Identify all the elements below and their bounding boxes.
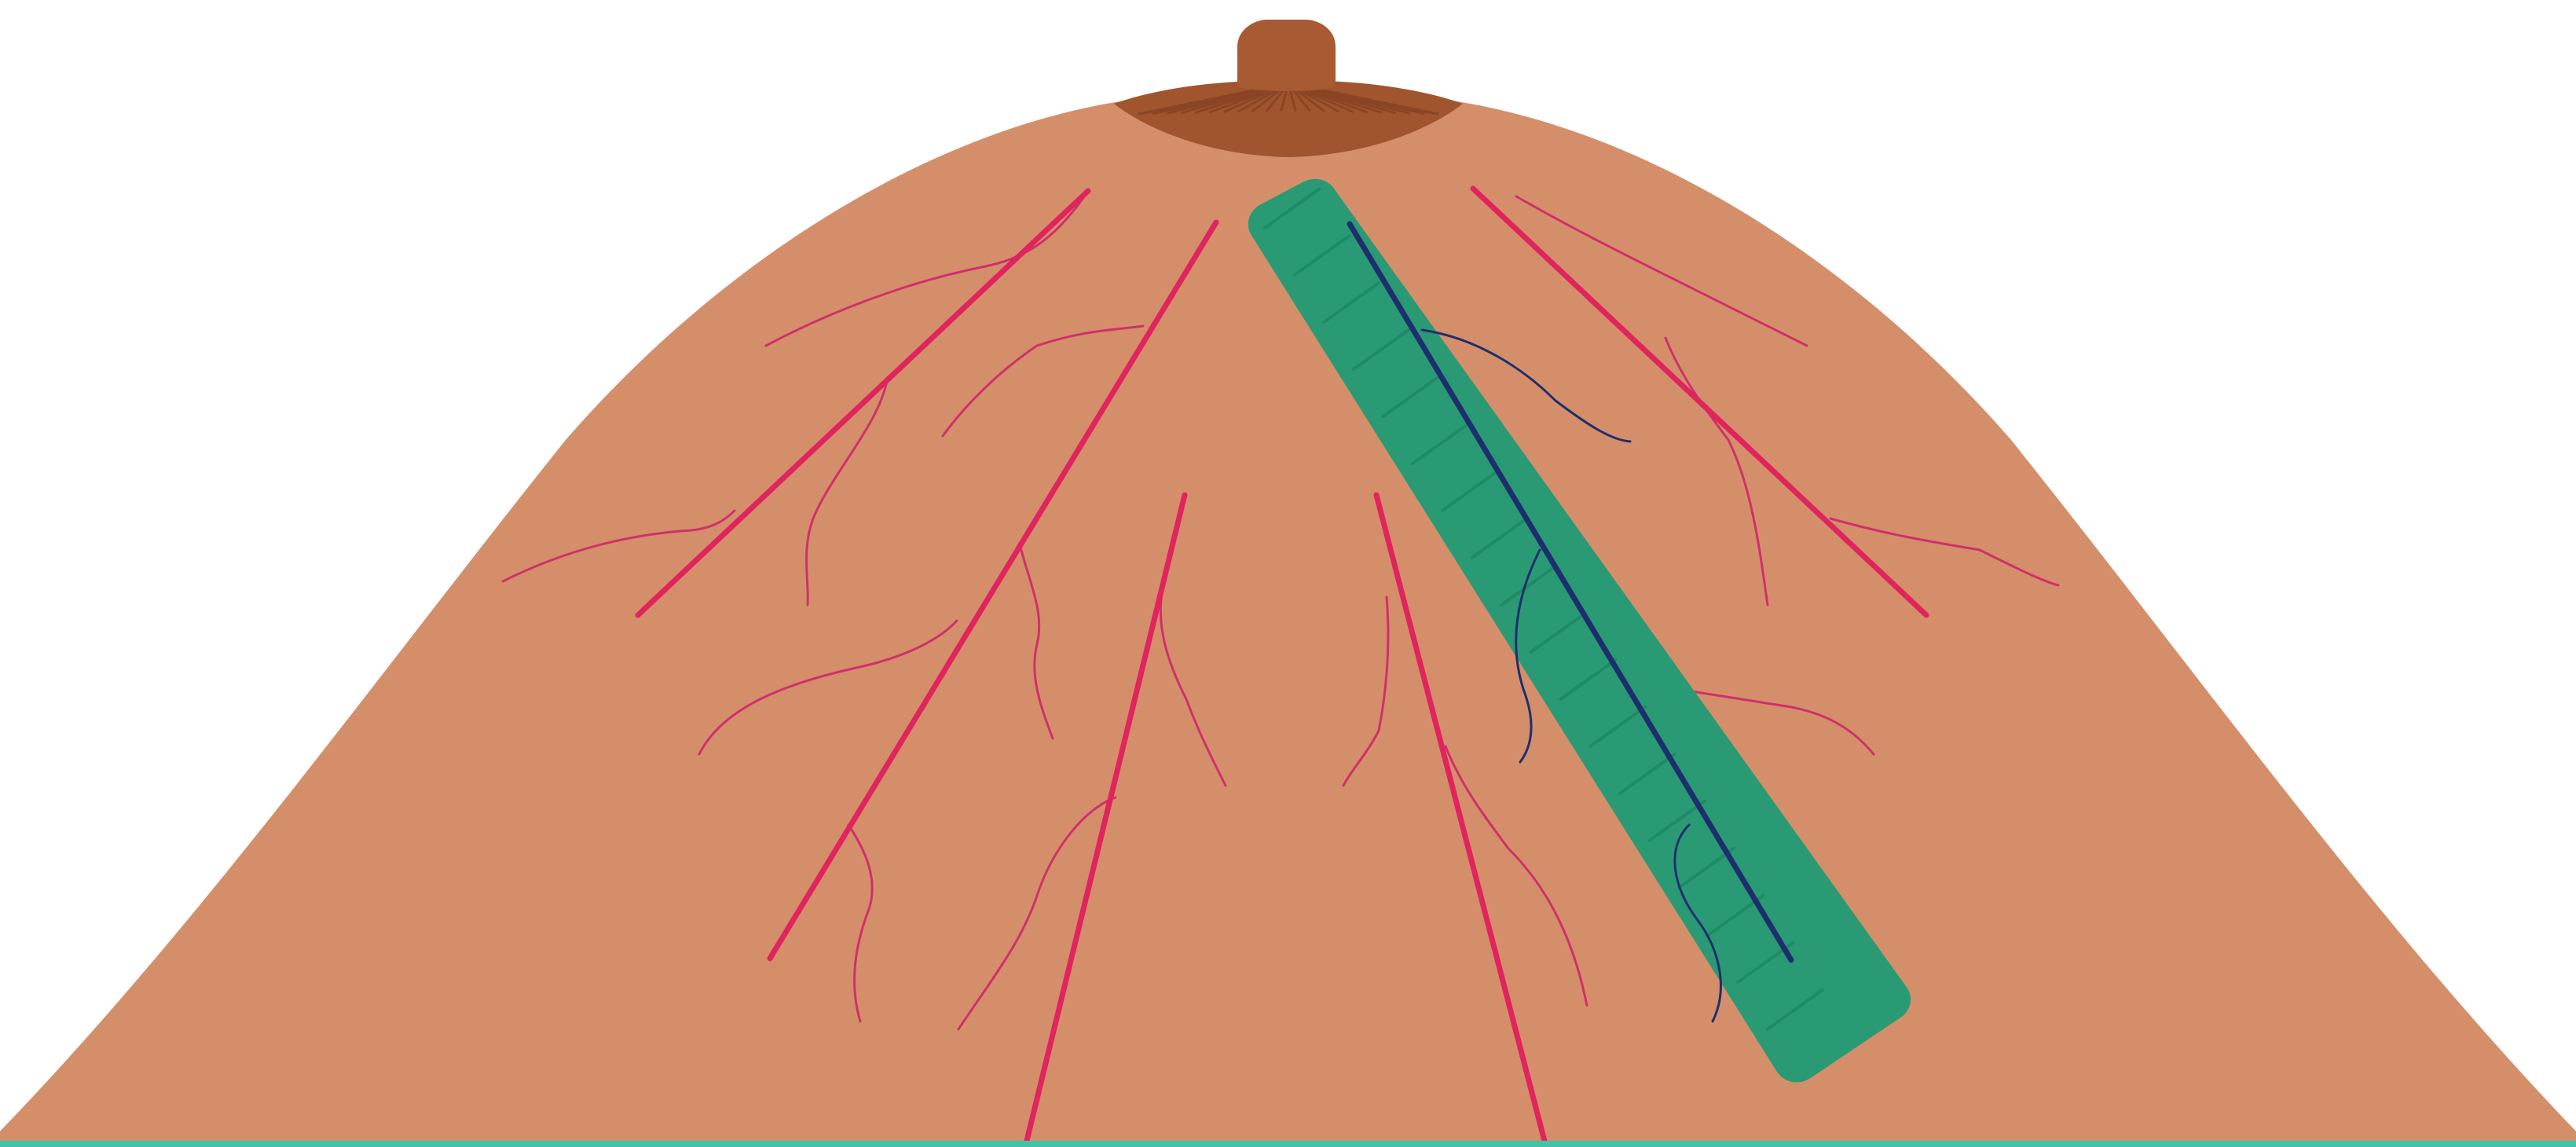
nipple xyxy=(1237,20,1336,91)
bottom-strip xyxy=(0,1141,2576,1147)
